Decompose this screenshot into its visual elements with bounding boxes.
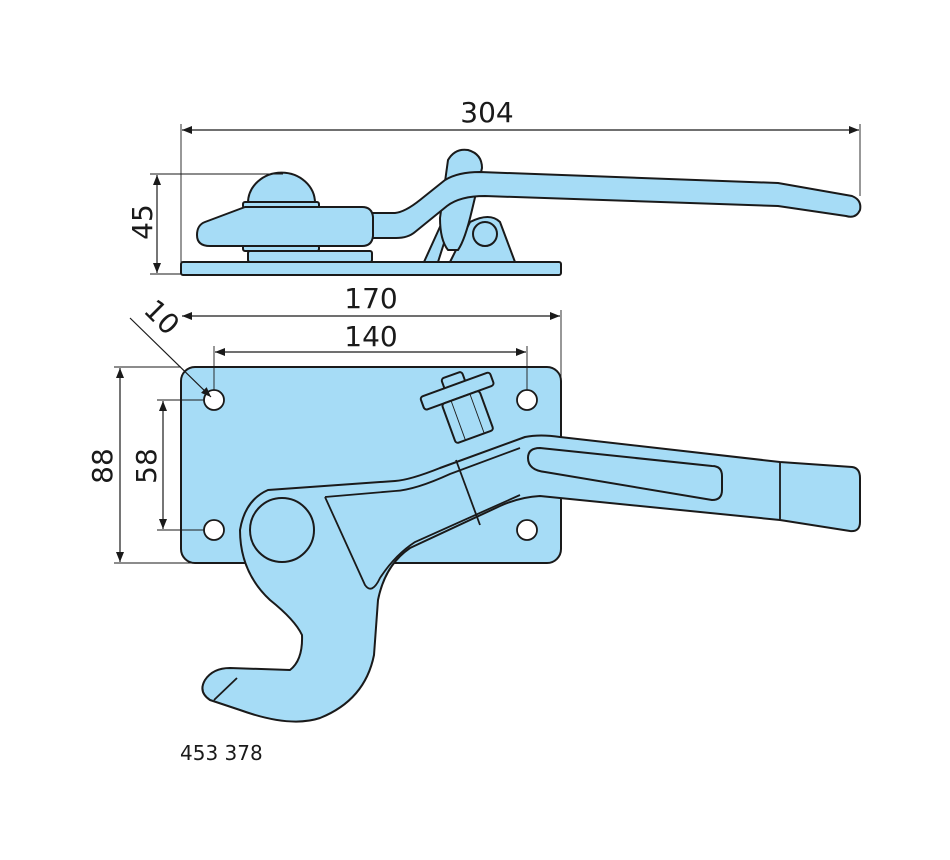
hinge-line xyxy=(455,459,481,526)
dome-nut xyxy=(247,171,316,204)
dim-hole-spacing-horizontal: 140 xyxy=(344,320,397,353)
mounting-hole xyxy=(203,519,225,541)
dimension-lines xyxy=(114,124,861,564)
hook-inner-edge xyxy=(324,447,521,590)
base-plate-side xyxy=(180,261,562,276)
part-number: 453 378 xyxy=(180,741,263,765)
side-view xyxy=(180,148,862,276)
hook-lever xyxy=(201,434,861,723)
dim-overall-length: 304 xyxy=(460,96,513,129)
mounting-hole xyxy=(516,519,538,541)
pivot-pin-side xyxy=(472,221,498,247)
hook-tip-line xyxy=(213,677,238,701)
latch-body-side xyxy=(196,206,374,247)
mounting-hole xyxy=(516,389,538,411)
dim-height: 45 xyxy=(126,204,159,240)
plan-view xyxy=(180,366,861,723)
adjusting-screw xyxy=(419,371,495,444)
handle-slot xyxy=(527,447,723,501)
handle-side xyxy=(371,171,862,239)
dim-hole-spacing-vertical: 58 xyxy=(130,448,163,484)
pivot-pin xyxy=(249,497,315,563)
dim-plate-height: 88 xyxy=(86,448,119,484)
dim-plate-width: 170 xyxy=(344,282,397,315)
dim-hole-offset: 10 xyxy=(137,293,186,342)
spacer-pad xyxy=(247,250,373,263)
